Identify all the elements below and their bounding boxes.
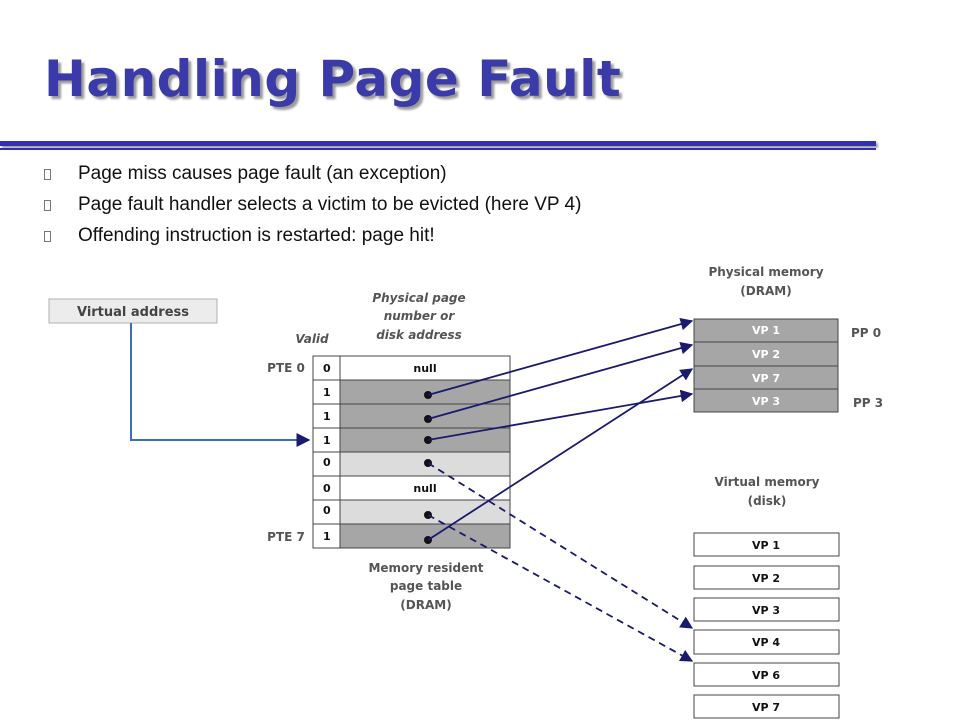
pte-valid-bit: 1	[323, 410, 331, 423]
slide-title: Handling Page Fault	[44, 50, 622, 108]
pte-7-label: PTE 7	[267, 530, 305, 544]
pte-valid-bit: 0	[323, 482, 331, 495]
virtual-address-box: Virtual address	[48, 298, 218, 324]
pte-3-to-vp3-arrow	[427, 389, 694, 441]
ppn-label-line1: Physical page	[372, 291, 465, 305]
page-table-label-line3: (DRAM)	[400, 598, 451, 612]
bullet-text: Page miss causes page fault (an exceptio…	[78, 163, 447, 184]
pte-row-6: 0	[312, 499, 511, 525]
pte-row-5: 0 null	[312, 475, 511, 501]
page-table-label-line2: page table	[390, 579, 462, 593]
disk-page-label: VP 3	[752, 604, 780, 617]
disk-page-label: VP 6	[752, 669, 780, 682]
pte-row-2: 1	[312, 403, 511, 429]
disk-page-label: VP 7	[752, 701, 780, 714]
physical-page: VP 7	[693, 365, 839, 390]
virtual-memory-label-line2: (disk)	[748, 494, 787, 508]
pte-6-to-disk-vp6-arrow	[427, 514, 694, 662]
title-underline	[0, 141, 876, 146]
disk-page: VP 7	[693, 694, 840, 719]
pte-valid-bit: 0	[323, 456, 331, 469]
physical-page-label: VP 1	[752, 324, 780, 337]
bullet-icon	[44, 169, 51, 180]
disk-page: VP 4	[693, 629, 840, 655]
pte-valid-bit: 0	[323, 362, 331, 375]
physical-page-label: VP 2	[752, 348, 780, 361]
ppn-label-line3: disk address	[376, 328, 462, 342]
virtual-address-rect	[48, 298, 218, 324]
physical-page-label: VP 7	[752, 372, 780, 385]
pte-row-0: 0 null	[312, 355, 511, 381]
bullet-item: Page miss causes page fault (an exceptio…	[44, 160, 581, 191]
bullet-text: Page fault handler selects a victim to b…	[78, 194, 582, 215]
disk-pages: VP 1 VP 2 VP 3 VP 4 VP 6 VP 7	[693, 532, 840, 719]
pte-null-text: null	[413, 362, 436, 375]
disk-page-label: VP 1	[752, 539, 780, 552]
bullet-item: Page fault handler selects a victim to b…	[44, 191, 581, 222]
bullet-text: Offending instruction is restarted: page…	[78, 225, 435, 246]
pp-0-label: PP 0	[851, 326, 881, 340]
page-table-label-line1: Memory resident	[368, 561, 483, 575]
valid-label: Valid	[295, 332, 329, 346]
bullet-icon	[44, 231, 51, 242]
bullet-list: Page miss causes page fault (an exceptio…	[44, 160, 581, 253]
pte-7-to-vp7-arrow	[427, 368, 694, 541]
pp-3-label: PP 3	[853, 396, 883, 410]
physical-page-label: VP 3	[752, 395, 780, 408]
pte-valid-bit: 0	[323, 504, 331, 517]
disk-page: VP 6	[693, 662, 840, 687]
pte-row-7: 1	[312, 523, 511, 549]
physical-page: VP 1	[693, 318, 839, 343]
bullet-icon	[44, 200, 51, 211]
pte-valid-bit: 1	[323, 530, 331, 543]
disk-page: VP 1	[693, 532, 840, 557]
physical-page: VP 3	[693, 388, 839, 413]
pte-2-to-vp2-arrow	[427, 341, 694, 420]
disk-page-label: VP 2	[752, 572, 780, 585]
pte-0-label: PTE 0	[267, 361, 305, 375]
ppn-label-line2: number or	[384, 309, 456, 323]
physical-memory-label-line1: Physical memory	[708, 265, 823, 279]
pte-row-4: 0	[312, 451, 511, 477]
pte-valid-bit: 1	[323, 434, 331, 447]
disk-page: VP 3	[693, 597, 840, 622]
physical-memory: VP 1 VP 2 VP 7 VP 3	[693, 318, 839, 413]
virtual-address-label: Virtual address	[77, 305, 189, 320]
virtual-address-arrow	[130, 323, 311, 447]
pte-valid-bit: 1	[323, 386, 331, 399]
title-underline-thin	[0, 148, 876, 150]
physical-memory-label-line2: (DRAM)	[740, 284, 791, 298]
pte-null-text: null	[413, 482, 436, 495]
physical-page: VP 2	[693, 341, 839, 367]
page-table: 0 null 1 1 1 0	[312, 355, 511, 549]
virtual-memory-label-line1: Virtual memory	[715, 475, 820, 489]
disk-page-label: VP 4	[752, 636, 780, 649]
disk-page: VP 2	[693, 565, 840, 590]
pte-4-to-disk-vp4-arrow	[427, 462, 694, 629]
bullet-item: Offending instruction is restarted: page…	[44, 222, 581, 253]
pte-1-to-vp1-arrow	[427, 317, 694, 396]
pte-row-1: 1	[312, 379, 511, 405]
